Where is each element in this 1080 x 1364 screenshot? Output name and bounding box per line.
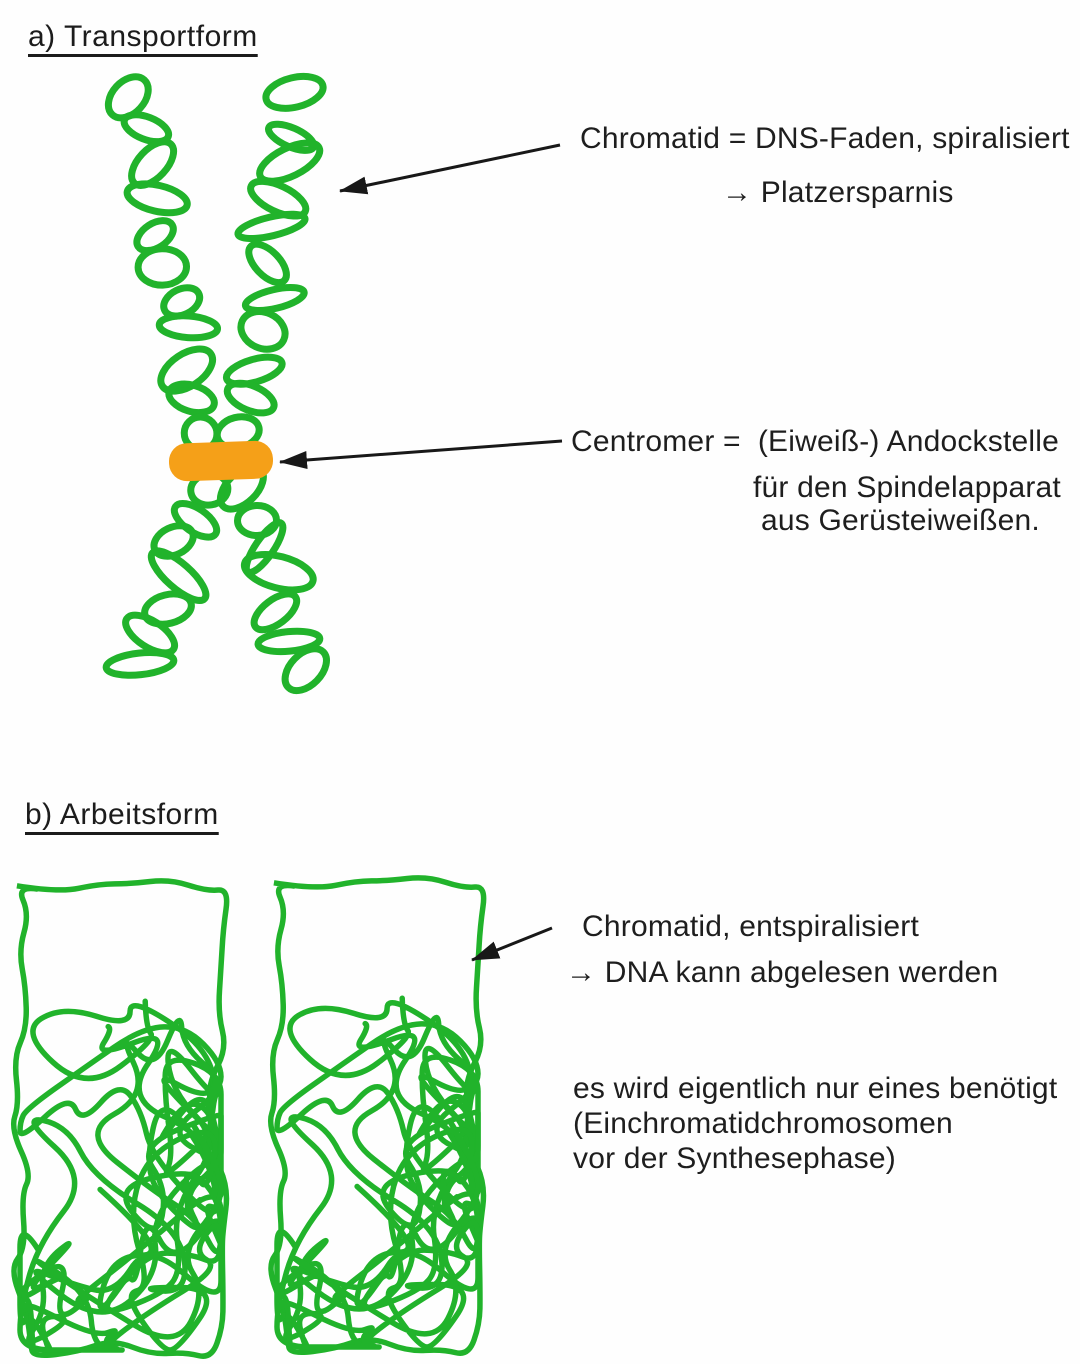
chromatid-blob-right — [271, 878, 484, 1353]
note-line3: vor der Synthesephase) — [573, 1142, 896, 1175]
transport-chromosome-figure — [102, 72, 330, 695]
section-b-heading: b) Arbeitsform — [25, 798, 219, 831]
spindelapparat-label: für den Spindelapparat — [753, 471, 1061, 504]
annotation-arrows — [279, 143, 563, 962]
chromatid-spiralisiert-label: Chromatid = DNS-Faden, spiralisiert — [580, 122, 1070, 155]
arrow-centromer — [279, 439, 563, 469]
platzersparnis-label: → Platzersparnis — [722, 176, 954, 209]
dna-abgelesen-label: → DNA kann abgelesen werden — [566, 956, 999, 989]
chromatid-blob-left — [14, 881, 227, 1356]
chromatid-entspiralisiert-label: Chromatid, entspiralisiert — [582, 910, 919, 943]
note-line1: es wird eigentlich nur eines benötigt — [573, 1072, 1058, 1105]
geruesteiweissen-label: aus Gerüsteiweißen. — [761, 504, 1040, 537]
arrow-chromatid-spiralisiert — [339, 143, 561, 195]
arrow-chromatid-entspiralisiert — [471, 926, 553, 962]
centromere-shape — [168, 440, 274, 482]
note-line2: (Einchromatidchromosomen — [573, 1107, 953, 1140]
centromer-label: Centromer = (Eiweiß-) Andockstelle — [571, 425, 1059, 458]
section-a-heading: a) Transportform — [28, 20, 258, 53]
